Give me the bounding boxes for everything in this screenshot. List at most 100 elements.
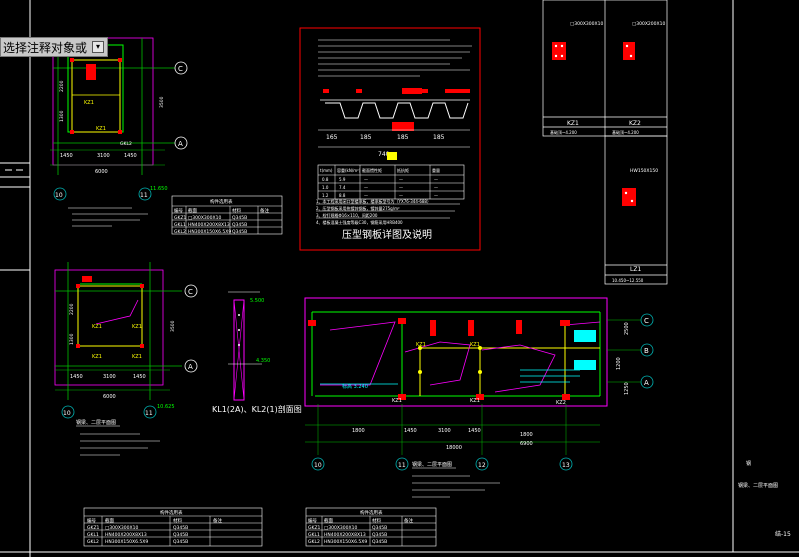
plan-large-dim-h: 1450 (404, 428, 417, 434)
table-cell: GKL2 (174, 229, 186, 235)
plan-top-dim-h: 1450 (124, 153, 137, 159)
table-cell: GKL2 (87, 539, 99, 545)
grid-bubble-label: A (644, 379, 649, 387)
grid-bubble (138, 187, 152, 201)
grid-bubble-label: 11 (140, 192, 148, 199)
plan-mid-dim-h: 1450 (133, 374, 146, 380)
deck-table-cell: — (434, 177, 438, 182)
section-size: □300X200X10 (632, 21, 665, 27)
deck-table-cell: — (399, 185, 403, 190)
section-details: KZ1 KZ2 □300X300X10 □300X200X10 基础顶~4.20… (542, 0, 668, 285)
table-cell: Q345B (372, 539, 387, 545)
table-cell: Q345B (232, 229, 247, 235)
grid-bubble-label: 10 (63, 410, 71, 417)
plan-mid: KZ1 KZ1 KZ1 KZ1 2200 1300 3500 1450 3100… (54, 262, 198, 456)
grid-bubble-label: 11 (398, 462, 406, 469)
plan-mid-column-label: KZ1 (92, 354, 102, 360)
grid-bubble-label: A (188, 363, 193, 371)
command-prompt-tooltip[interactable]: 选择注释对象或 ▾ (0, 37, 108, 57)
plan-large-dim-h: 1800 (352, 428, 365, 434)
plan-mid-title: 钢梁、二层平面图 (76, 419, 116, 426)
deck-table-cell: — (364, 193, 368, 198)
table-cell: □300X300X10 (324, 525, 357, 531)
plan-large-title: 钢梁、二层平面图 (412, 461, 452, 468)
table-cell: HN300X150X6.5X9 (324, 539, 367, 545)
table-cell: HN400X200X8X13 (188, 222, 230, 228)
table-cell: Q345B (232, 222, 247, 228)
plan-mid-dim-h: 1450 (70, 374, 83, 380)
table-cell: GKZ1 (174, 215, 187, 221)
table-cell: Q345B (173, 539, 188, 545)
plan-mid-column-label: KZ1 (132, 324, 142, 330)
table-cell: Q345B (232, 215, 247, 221)
plan-large-column-label: KZ1 (392, 398, 402, 404)
title-block: 钢 钢梁、二层平面图 结-15 (738, 460, 791, 538)
deck-table-cell: — (434, 193, 438, 198)
deck-table-cell: 7.4 (339, 185, 346, 190)
plan-mid-dim-v: 2200 (69, 303, 75, 315)
table-cell: □300X300X10 (188, 215, 221, 221)
plan-top-dim-total: 6000 (95, 169, 108, 175)
plan-large-column-label: KZ1 (470, 342, 480, 348)
deck-table-cell: 0.8 (322, 177, 329, 182)
plan-mid-column-label: KZ1 (92, 324, 102, 330)
plan-mid-dim-v: 1300 (69, 333, 75, 345)
plan-large-column-label: KZ1 (416, 342, 426, 348)
deck-note: 2、压型钢板采用热镀锌钢板，镀锌量275g/m² (316, 205, 400, 211)
plan-large-elevation: 标高 3.240 (342, 383, 368, 390)
table-header-cell: 编号 (174, 207, 183, 214)
table-header-cell: 截面 (105, 517, 114, 524)
plan-large-dim-v: 2500 (624, 322, 630, 335)
schedule-title: 构件选用表 (360, 509, 383, 516)
table-cell: GKL1 (174, 222, 186, 228)
plan-mid-dim-v-outer: 3500 (170, 320, 176, 332)
table-cell: GKL1 (87, 532, 99, 538)
deck-dim-total: 740 (378, 151, 390, 158)
steel-deck-detail: 165 185 185 185 740 t(mm)容重(kN/m²)截面惯性矩抵… (299, 27, 481, 251)
grid-bubble-label: B (644, 347, 649, 355)
grid-bubble-label: A (178, 140, 183, 148)
grid-bubble (174, 136, 188, 150)
grid-bubble-label: 13 (562, 462, 570, 469)
plan-top-dim-v: 2200 (59, 80, 65, 92)
deck-note: 1、本工程采用闭口型楼承板，楼承板型号为（YX76-344-688） (316, 198, 431, 204)
dropdown-arrow-icon[interactable]: ▾ (92, 41, 104, 53)
table-header-cell: 材料 (232, 207, 241, 214)
section-elev: 10.450~12.550 (612, 278, 644, 283)
grid-bubble-label: 12 (478, 462, 486, 469)
table-cell: GKL2 (308, 539, 320, 545)
title-block-name: 钢梁、二层平面图 (738, 482, 778, 489)
svg-text:钢: 钢 (746, 460, 751, 467)
plan-top: KZ1 KZ1 GKL1 GKL2 2200 1300 3500 1450 31… (50, 37, 188, 227)
deck-dim: 185 (360, 134, 372, 141)
deck-table-header: t(mm) (320, 168, 333, 173)
plan-large-dim-total-2: 6900 (520, 441, 533, 447)
plan-top-column-label: KZ1 (84, 100, 94, 106)
plan-large-dim-v: 1250 (624, 382, 630, 395)
plan-large-column-label: KZ1 (470, 398, 480, 404)
section-label: KZ1 (567, 120, 579, 127)
grid-bubble (143, 405, 157, 419)
schedule-title: 构件选用表 (160, 509, 183, 516)
steel-deck-title: 压型钢板详图及说明 (342, 228, 432, 241)
table-header-cell: 截面 (324, 517, 333, 524)
deck-dim: 185 (433, 134, 445, 141)
plan-top-dim-v-outer: 3500 (159, 96, 165, 108)
deck-dim: 165 (326, 134, 338, 141)
elevation-level: 4.350 (256, 358, 270, 364)
plan-large-dim-h: 1800 (520, 432, 533, 438)
table-cell: Q345B (173, 532, 188, 538)
table-header-cell: 编号 (308, 517, 317, 524)
plan-top-dim-h: 3100 (97, 153, 110, 159)
deck-table-header: 抵抗矩 (397, 167, 409, 173)
grid-bubble (61, 405, 75, 419)
grid-bubble (559, 457, 573, 471)
table-cell: GKZ1 (87, 525, 100, 531)
deck-table-cell: 1.2 (322, 193, 329, 198)
